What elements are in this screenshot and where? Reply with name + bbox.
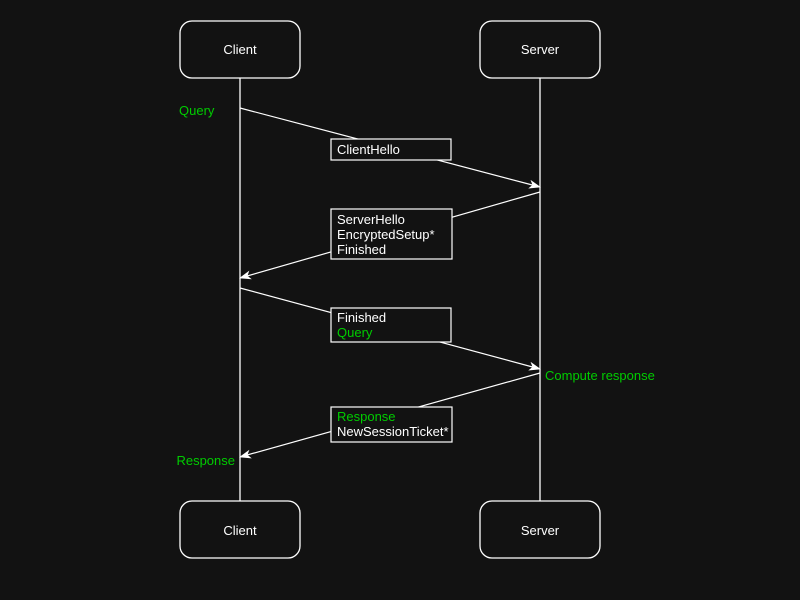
actor-label-client-bottom: Client	[223, 523, 257, 538]
message-text-server-finished: Finished	[337, 242, 386, 257]
message-label-box-client-finished-query	[330, 307, 452, 343]
annotation-response-received: Response	[176, 453, 235, 468]
annotation-compute-response: Compute response	[545, 368, 655, 383]
message-label-box-client-hello	[330, 138, 452, 161]
message-text-response: Response	[337, 409, 396, 424]
message-text-new-session-ticket: NewSessionTicket*	[337, 424, 449, 439]
actor-label-server-top: Server	[521, 42, 560, 57]
message-text-client-hello: ClientHello	[337, 142, 400, 157]
actor-box-client-bottom	[179, 500, 301, 559]
message-text-encrypted-setup: EncryptedSetup*	[337, 227, 435, 242]
actor-box-client-top	[179, 20, 301, 79]
actor-label-client-top: Client	[223, 42, 257, 57]
message-text-client-finished: Finished	[337, 310, 386, 325]
actor-label-server-bottom: Server	[521, 523, 560, 538]
message-label-box-response-session-ticket	[330, 406, 453, 443]
actor-box-server-bottom	[479, 500, 601, 559]
message-label-box-server-hello-flight	[330, 208, 453, 260]
annotation-query-sent: Query	[179, 103, 215, 118]
actor-box-server-top	[479, 20, 601, 79]
message-text-query: Query	[337, 325, 373, 340]
message-text-server-hello: ServerHello	[337, 212, 405, 227]
